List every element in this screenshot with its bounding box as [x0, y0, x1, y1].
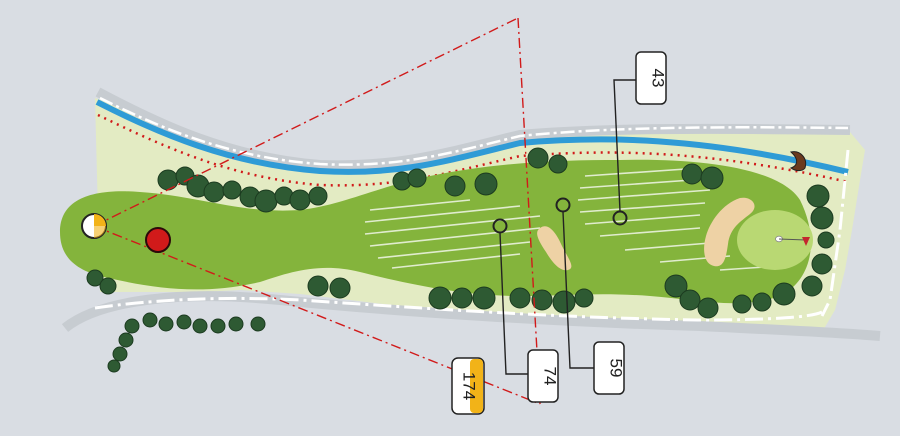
distance-74-label: 74 — [541, 367, 560, 386]
tree-icon — [664, 274, 719, 319]
flag-icon — [775, 235, 810, 246]
tree-icon — [444, 172, 498, 197]
tree-icon — [509, 287, 594, 314]
distance-marker-59[interactable]: 59 — [593, 341, 626, 395]
tree-icon — [107, 318, 140, 373]
distance-marker-43[interactable]: 43 — [635, 51, 668, 105]
moon-icon — [789, 151, 807, 172]
water-creek — [95, 99, 849, 175]
tree-icon — [142, 312, 208, 334]
tree-icon — [772, 253, 833, 306]
distance-marker-74[interactable]: 74 — [527, 349, 560, 403]
tree-icon — [527, 147, 568, 174]
tree-icon — [307, 275, 351, 299]
tree-icon — [210, 316, 266, 334]
putting-green — [737, 210, 813, 270]
tree-icon — [274, 186, 328, 211]
lower-boundary-strip — [61, 291, 881, 341]
upper-path-line — [99, 96, 849, 166]
distance-43-label: 43 — [649, 69, 668, 88]
tree-icon — [732, 292, 772, 314]
distance-leaders — [492, 79, 636, 375]
tee-marker-icon[interactable] — [81, 213, 107, 239]
fairway — [60, 159, 811, 304]
fairway-stripes — [364, 167, 781, 271]
tree-icon — [392, 168, 427, 191]
fairway-bunker — [537, 226, 572, 271]
tee-distance-badge[interactable]: 174 — [451, 357, 485, 415]
tee-distance-label: 174 — [460, 372, 479, 400]
tree-icon — [681, 163, 724, 190]
tree-icon — [86, 269, 117, 295]
tree-clusters — [86, 147, 835, 373]
distance-59-label: 59 — [607, 359, 626, 378]
right-boundary-line — [820, 149, 850, 317]
tree-icon — [222, 180, 278, 213]
greenside-bunker — [704, 197, 755, 267]
tree-icon — [806, 184, 835, 249]
lower-path-line — [94, 296, 823, 322]
tree-icon — [428, 286, 496, 310]
red-marker-icon[interactable] — [145, 227, 171, 253]
tree-icon — [186, 174, 225, 203]
